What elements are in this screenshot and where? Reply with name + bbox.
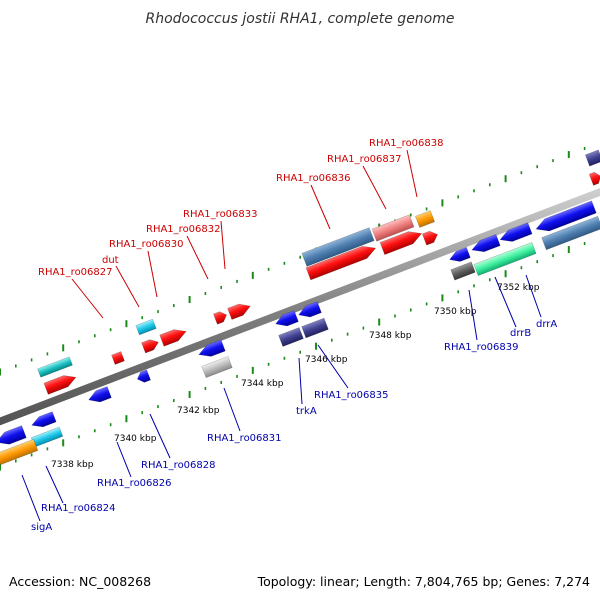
gene-arrow[interactable] — [159, 326, 189, 347]
kbp-tick-label: 7348 kbp — [369, 331, 412, 341]
gene-layer — [0, 149, 600, 466]
gene-arrow[interactable] — [43, 372, 78, 395]
gene-arrow[interactable] — [448, 246, 471, 264]
gene-label[interactable]: RHA1_ro06824 — [41, 503, 116, 514]
gene-arrow[interactable] — [0, 425, 27, 449]
gene-arrow[interactable] — [470, 234, 501, 255]
gene-label[interactable]: RHA1_ro06838 — [369, 138, 444, 149]
kbp-tick-label: 7342 kbp — [177, 406, 220, 416]
page-title: Rhodococcus jostii RHA1, complete genome — [145, 11, 454, 27]
gene-arrow[interactable] — [213, 310, 228, 325]
gene-arrow[interactable] — [588, 171, 600, 186]
gene-arrow[interactable] — [297, 301, 322, 320]
gene-label[interactable]: RHA1_ro06828 — [141, 460, 216, 471]
kbp-tick-label: 7340 kbp — [114, 434, 157, 444]
genome-stats-text: Topology: linear; Length: 7,804,765 bp; … — [257, 574, 590, 589]
accession-text: Accession: NC_008268 — [9, 574, 151, 589]
gene-box[interactable] — [584, 149, 600, 167]
gene-label[interactable]: RHA1_ro06836 — [276, 173, 351, 184]
gene-label[interactable]: RHA1_ro06831 — [207, 433, 282, 444]
gene-label[interactable]: RHA1_ro06832 — [146, 224, 221, 235]
gene-arrow[interactable] — [274, 310, 299, 329]
label-leader-line — [115, 265, 140, 308]
gene-label[interactable]: RHA1_ro06837 — [327, 154, 402, 165]
label-leader-line — [317, 344, 349, 389]
label-leader-line — [494, 276, 517, 328]
gene-label[interactable]: RHA1_ro06835 — [314, 390, 389, 401]
gene-arrow[interactable] — [227, 300, 253, 320]
label-leader-line — [220, 220, 226, 270]
gene-box[interactable] — [278, 327, 304, 347]
label-leader-line — [186, 235, 209, 280]
genome-backbone — [0, 188, 600, 426]
label-leader-line — [310, 184, 331, 230]
label-leader-line — [468, 289, 478, 341]
gene-box[interactable] — [135, 318, 157, 336]
gene-arrow[interactable] — [379, 227, 424, 255]
kbp-tick-label: 7338 kbp — [51, 460, 94, 470]
gene-label[interactable]: RHA1_ro06827 — [38, 267, 113, 278]
label-leader-line — [223, 387, 241, 432]
gene-arrow[interactable] — [498, 222, 533, 246]
label-layer: RHA1_ro06827 dut RHA1_ro06830 RHA1_ro068… — [31, 138, 557, 533]
label-leader-line — [21, 474, 41, 522]
label-leader-line — [298, 357, 303, 405]
gene-box[interactable] — [473, 241, 537, 277]
gene-box[interactable] — [301, 227, 375, 267]
label-leader-line — [147, 250, 158, 298]
gene-arrow[interactable] — [305, 242, 378, 281]
gene-arrow[interactable] — [197, 339, 226, 360]
gene-box[interactable] — [37, 356, 73, 378]
gene-arrow[interactable] — [141, 337, 161, 354]
kbp-tick-label: 7352 kbp — [497, 283, 540, 293]
gene-label[interactable]: dut — [102, 255, 119, 266]
kbp-layer: 7338 kbp 7340 kbp 7342 kbp 7344 kbp 7346… — [51, 283, 540, 470]
gene-box[interactable] — [371, 214, 415, 242]
gene-label[interactable]: drrA — [536, 319, 557, 330]
gene-arrow[interactable] — [87, 386, 112, 405]
gene-box[interactable] — [111, 351, 125, 365]
kbp-tick-label: 7350 kbp — [434, 307, 477, 317]
kbp-tick-label: 7346 kbp — [305, 355, 348, 365]
gene-box[interactable] — [30, 426, 64, 448]
gene-label[interactable]: RHA1_ro06830 — [109, 239, 184, 250]
kbp-tick-label: 7344 kbp — [241, 379, 284, 389]
gene-label[interactable]: trkA — [296, 406, 317, 417]
label-leader-line — [116, 441, 132, 478]
label-leader-line — [362, 165, 387, 210]
label-leader-line — [525, 274, 542, 318]
gene-arrow[interactable] — [421, 229, 439, 246]
label-leader-line — [406, 149, 418, 198]
label-leader-line — [45, 465, 64, 504]
gene-label[interactable]: RHA1_ro06826 — [97, 478, 172, 489]
gene-box[interactable] — [450, 261, 476, 281]
label-leader-line — [71, 278, 104, 319]
leader-layer — [21, 149, 542, 522]
gene-box[interactable] — [541, 215, 600, 251]
gene-label[interactable]: RHA1_ro06833 — [183, 209, 258, 220]
gene-arrow[interactable] — [135, 369, 151, 385]
gene-box[interactable] — [301, 317, 329, 339]
gene-box[interactable] — [201, 356, 233, 378]
gene-label[interactable]: RHA1_ro06839 — [444, 342, 519, 353]
gene-arrow[interactable] — [30, 411, 57, 431]
label-leader-line — [149, 413, 171, 459]
gene-arrow[interactable] — [534, 200, 597, 235]
map-layer: 7338 kbp 7340 kbp 7342 kbp 7344 kbp 7346… — [0, 138, 600, 533]
gene-label[interactable]: drrB — [510, 328, 531, 339]
gene-box[interactable] — [414, 210, 436, 228]
gene-label[interactable]: sigA — [31, 522, 52, 533]
gene-box[interactable] — [0, 438, 39, 466]
